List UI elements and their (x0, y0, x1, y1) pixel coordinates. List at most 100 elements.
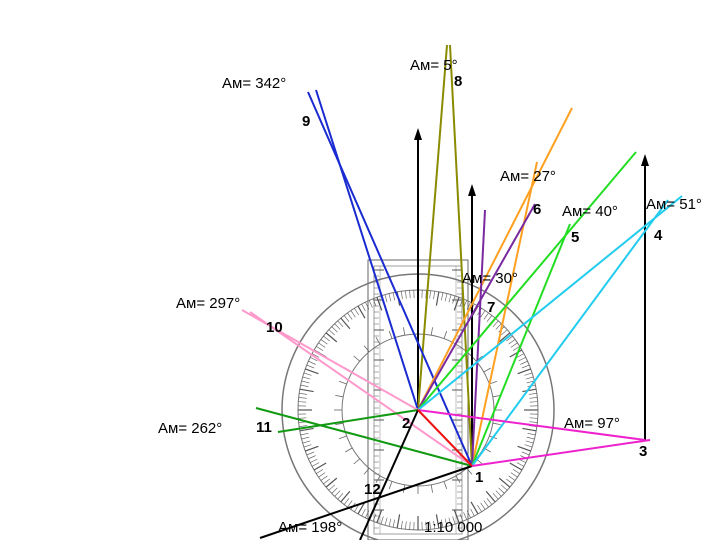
point-10: 10 (266, 319, 283, 336)
protractor-tick (453, 297, 460, 311)
point-11: 11 (256, 419, 272, 436)
protractor-tick (448, 294, 452, 303)
protractor-tick (301, 380, 310, 384)
protractor-tick (298, 397, 307, 399)
protractor-tick (525, 440, 534, 444)
protractor-tick (357, 305, 366, 319)
protractor-tick (310, 357, 318, 362)
point-7: 7 (487, 299, 495, 316)
protractor-tick (433, 291, 435, 300)
protractor-tick (510, 472, 518, 478)
protractor-tick (306, 451, 315, 456)
north-arrow-head-2 (414, 128, 422, 140)
azimuth-label-262: Aм= 262° (158, 420, 222, 437)
protractor-tick (388, 293, 392, 302)
protractor-tick (463, 512, 468, 520)
protractor-inner-tick (430, 327, 433, 336)
protractor-tick (401, 291, 403, 300)
protractor-tick (334, 323, 341, 330)
protractor-tick (303, 444, 312, 448)
protractor-tick (516, 353, 525, 358)
protractor-inner-tick (443, 330, 448, 339)
protractor-tick (486, 498, 493, 505)
protractor-tick (444, 518, 448, 527)
protractor-tick (361, 508, 366, 517)
point-6: 6 (533, 201, 541, 218)
point-8: 8 (454, 73, 462, 90)
protractor-tick (299, 427, 314, 432)
protractor-inner-tick (388, 481, 393, 490)
protractor-tick (524, 444, 533, 448)
protractor-tick (492, 493, 499, 500)
protractor-tick (301, 436, 310, 440)
protractor-tick (525, 376, 534, 380)
protractor-tick (347, 500, 353, 508)
protractor-tick (521, 364, 530, 369)
point-1: 1 (475, 469, 483, 486)
line-purple-a (417, 203, 536, 411)
line-orange-b (471, 161, 538, 467)
protractor-tick (501, 484, 508, 491)
protractor-tick (508, 339, 516, 345)
protractor-tick (305, 368, 319, 375)
azimuth-label-297: Aм= 297° (176, 295, 240, 312)
protractor-inner-tick (335, 422, 344, 425)
protractor-tick (435, 514, 440, 529)
protractor-tick (470, 508, 475, 517)
protractor-tick (320, 339, 328, 345)
line-green-a (417, 151, 637, 411)
protractor-inner-tick (492, 422, 501, 425)
protractor-tick (508, 475, 516, 481)
azimuth-label-5: Aм= 5° (410, 57, 458, 74)
protractor-tick (328, 484, 335, 491)
protractor-tick (306, 364, 315, 369)
azimuth-labels: Aм= 5° Aм= 342° Aм= 27° Aм= 40° Aм= 51° … (158, 57, 702, 536)
protractor-tick (316, 346, 324, 351)
protractor-tick (323, 335, 330, 342)
ruler-ticks (374, 269, 462, 529)
protractor-tick (527, 432, 536, 436)
protractor-inner-tick (483, 367, 491, 373)
protractor-tick (405, 290, 407, 299)
protractor-tick (520, 360, 528, 365)
protractor-tick (522, 388, 537, 393)
protractor-tick (470, 501, 479, 515)
protractor-tick (361, 303, 366, 312)
protractor-inner-tick (338, 435, 347, 440)
protractor-tick (302, 440, 311, 444)
protractor-tick (318, 342, 326, 348)
protractor-tick (448, 517, 452, 526)
protractor-tick (303, 372, 312, 376)
protractor-tick (300, 384, 309, 388)
protractor-tick (313, 462, 327, 471)
protractor-tick (300, 432, 309, 436)
protractor-tick (518, 357, 526, 362)
protractor-tick (350, 310, 356, 318)
point-numbers: 1 2 3 4 5 6 7 8 9 10 11 12 (256, 73, 663, 498)
protractor-tick (316, 469, 324, 474)
azimuth-label-40: Aм= 40° (562, 203, 618, 220)
protractor-inner-tick (388, 330, 393, 339)
point-5: 5 (571, 229, 579, 246)
protractor-tick (325, 332, 338, 343)
line-pink-b (249, 311, 473, 467)
protractor-tick (433, 520, 435, 529)
azimuth-label-97: Aм= 97° (564, 415, 620, 432)
protractor-tick (354, 504, 359, 512)
protractor-tick (509, 462, 523, 471)
protractor-tick (323, 478, 330, 485)
protractor-tick (459, 513, 464, 522)
protractor-tick (452, 295, 456, 304)
protractor-tick (483, 500, 489, 508)
line-black-a (359, 409, 419, 540)
protractor-tick (526, 436, 535, 440)
protractor-inner-tick (353, 458, 361, 465)
protractor-tick (506, 335, 513, 342)
protractor-tick (299, 388, 314, 393)
azimuth-label-27: Aм= 27° (500, 168, 556, 185)
protractor-tick (409, 521, 411, 530)
point-12: 12 (364, 481, 381, 498)
protractor-tick (512, 469, 520, 474)
protractor-tick (392, 292, 396, 301)
